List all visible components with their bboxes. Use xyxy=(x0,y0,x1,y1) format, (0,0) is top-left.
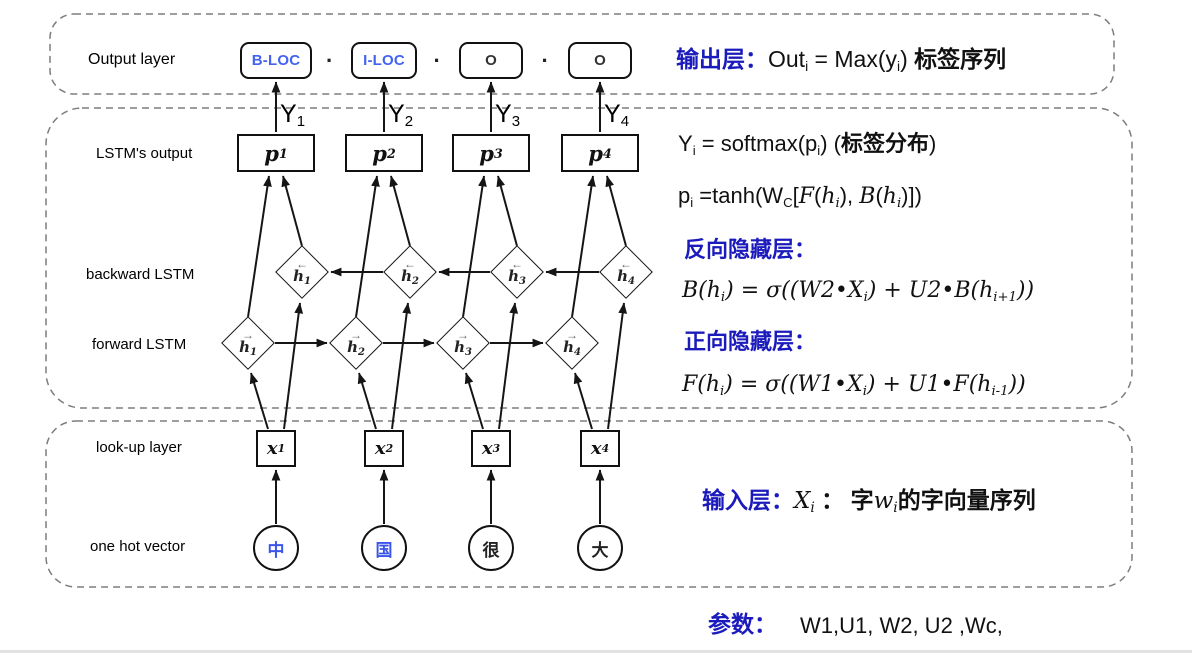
backward-h-label: ←h1 xyxy=(293,256,311,287)
one-hot-char-1: 中 xyxy=(253,525,299,571)
annotation-backward-formula: B(hi) = σ((W2•Xi) + U2•B(hi+1)) xyxy=(682,278,1035,305)
output-layer-container xyxy=(49,13,1115,95)
arrow-x2-to-forward-h2 xyxy=(357,372,377,430)
left-vector-arrow-icon: ← xyxy=(404,256,416,271)
annotation-forward-title: 正向隐藏层： xyxy=(684,329,817,354)
tag-separator-dot-2: · xyxy=(433,48,441,73)
left-vector-arrow-icon: ← xyxy=(296,256,308,271)
arrow-x2-to-backward-h2 xyxy=(391,302,412,430)
output-tag-o-3: O xyxy=(459,42,523,79)
arrow-backward-h2-to-p2 xyxy=(389,175,411,247)
connection-arrows xyxy=(247,81,628,524)
label-lookup-layer: look-up layer xyxy=(96,439,182,456)
output-tag-o-4: O xyxy=(568,42,632,79)
tag-separator-dot-1: · xyxy=(326,48,334,73)
output-tag-b-loc-1: B-LOC xyxy=(240,42,312,79)
arrow-backward-h4-to-p4 xyxy=(605,175,627,247)
arrow-x4-to-backward-h4 xyxy=(607,302,628,430)
arrow-x1-to-forward-h1 xyxy=(249,372,269,430)
backward-h-node-3: ←h3 xyxy=(490,245,544,299)
one-hot-char-4: 大 xyxy=(577,525,623,571)
tag-separator-dot-3: · xyxy=(541,48,549,73)
right-vector-arrow-icon: → xyxy=(350,327,362,342)
forward-h-label: →h3 xyxy=(454,327,472,358)
right-vector-arrow-icon: → xyxy=(457,327,469,342)
forward-h-label: →h1 xyxy=(239,327,257,358)
backward-h-label: ←h4 xyxy=(617,256,635,287)
backward-h-node-1: ←h1 xyxy=(275,245,329,299)
annotation-backward-title: 反向隐藏层： xyxy=(684,237,817,262)
bottom-divider-line xyxy=(0,650,1192,653)
backward-h-node-4: ←h4 xyxy=(599,245,653,299)
output-tag-i-loc-2: I-LOC xyxy=(351,42,417,79)
annotation-p-formula: pi =tanh(WC[F(hi), B(hi)]) xyxy=(678,183,922,211)
right-vector-arrow-icon: → xyxy=(242,327,254,342)
arrow-x4-to-forward-h4 xyxy=(573,372,593,430)
forward-h-node-2: →h2 xyxy=(329,316,383,370)
arrow-backward-h3-to-p3 xyxy=(496,175,518,247)
annotation-input-note: 输入层：Xi ： 字wi的字向量序列 xyxy=(702,487,1036,517)
forward-h-label: →h4 xyxy=(563,327,581,358)
annotation-params-label: 参数： xyxy=(708,611,777,637)
arrow-forward-h3-to-p3 xyxy=(462,175,487,318)
y-label-1: Y1 xyxy=(280,100,306,130)
annotation-y-formula: Yi = softmax(pi) (标签分布) xyxy=(678,131,937,158)
left-vector-arrow-icon: ← xyxy=(511,256,523,271)
backward-h-label: ←h3 xyxy=(508,256,526,287)
arrow-backward-h1-to-p1 xyxy=(281,175,303,247)
forward-h-node-4: →h4 xyxy=(545,316,599,370)
lstm-layers-container xyxy=(45,107,1133,409)
backward-h-node-2: ←h2 xyxy=(383,245,437,299)
arrow-x3-to-forward-h3 xyxy=(464,372,484,430)
one-hot-char-2: 国 xyxy=(361,525,407,571)
forward-h-node-1: →h1 xyxy=(221,316,275,370)
label-forward-lstm: forward LSTM xyxy=(92,336,187,353)
one-hot-char-3: 很 xyxy=(468,525,514,571)
input-layer-container xyxy=(45,420,1133,588)
arrow-forward-h4-to-p4 xyxy=(571,175,596,318)
label-backward-lstm: backward LSTM xyxy=(86,266,195,283)
forward-h-label: →h2 xyxy=(347,327,365,358)
annotation-params-value: W1,U1, W2, U2 ,Wc, xyxy=(800,613,1003,638)
arrow-forward-h1-to-p1 xyxy=(247,175,272,318)
arrow-forward-h2-to-p2 xyxy=(355,175,380,318)
y-label-4: Y4 xyxy=(604,100,630,130)
backward-h-label: ←h2 xyxy=(401,256,419,287)
arrow-x3-to-backward-h3 xyxy=(498,302,519,430)
label-lstm-output: LSTM's output xyxy=(96,145,193,162)
y-label-2: Y2 xyxy=(388,100,414,130)
label-output-layer: Output layer xyxy=(88,51,176,68)
annotation-output-note: 输出层：Outi = Max(yi) 标签序列 xyxy=(676,46,1007,75)
right-vector-arrow-icon: → xyxy=(566,327,578,342)
label-one-hot-vector: one hot vector xyxy=(90,538,186,555)
y-label-3: Y3 xyxy=(495,100,521,130)
annotation-forward-formula: F(hi) = σ((W1•Xi) + U1•F(hi-1)) xyxy=(682,372,1026,399)
left-vector-arrow-icon: ← xyxy=(620,256,632,271)
arrow-x1-to-backward-h1 xyxy=(283,302,304,430)
forward-h-node-3: →h3 xyxy=(436,316,490,370)
